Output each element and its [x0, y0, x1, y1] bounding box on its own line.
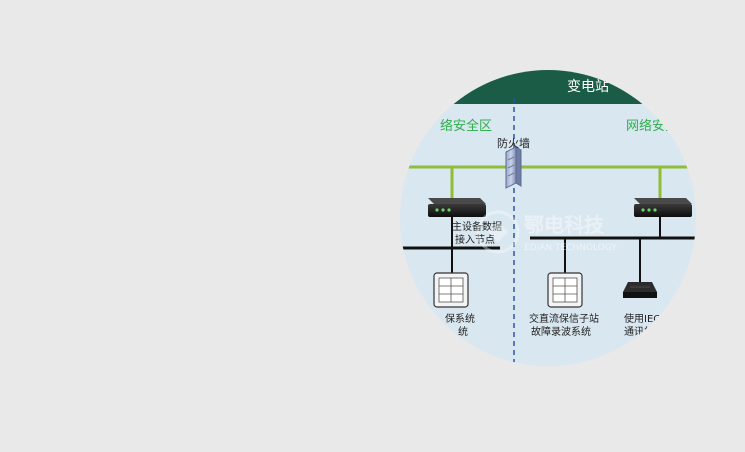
- node-master-label-line1: 主设备数据: [452, 220, 502, 233]
- protection-panel-icon-left: [433, 272, 469, 308]
- router-icon-right: [634, 198, 692, 217]
- node-master-label-line2: 接入节点: [455, 233, 495, 246]
- router-right-label: 智: [697, 200, 707, 213]
- network-device-icon: [623, 282, 657, 298]
- device-center-label-line1: 交直流保信子站: [529, 312, 599, 325]
- watermark-logo-icon: [476, 210, 520, 254]
- device-left-label-line2: 统: [458, 325, 468, 338]
- device-center-label-line2: 故障录波系统: [531, 325, 591, 338]
- protection-panel-icon-center: [547, 272, 583, 308]
- router-icon-left: [428, 198, 486, 217]
- diagram-title: 变电站: [567, 79, 609, 95]
- device-right-label-line2: 通讯的: [624, 325, 654, 338]
- circle-shade: [400, 70, 696, 366]
- zone-left-label: 络安全区: [440, 118, 492, 134]
- diagram-circle: [400, 70, 696, 366]
- firewall-icon: [505, 146, 522, 189]
- header-band: [400, 70, 696, 104]
- zone-right-label: 网络安全: [626, 118, 678, 134]
- watermark-en: EDIAN TECHNOLOGY: [524, 243, 617, 253]
- firewall-label: 防火墙: [497, 136, 530, 150]
- watermark-cn: 鄂电科技: [524, 213, 605, 237]
- device-right-label-line1: 使用IEC61: [624, 312, 673, 325]
- device-left-label-line1: 保系统: [445, 312, 475, 325]
